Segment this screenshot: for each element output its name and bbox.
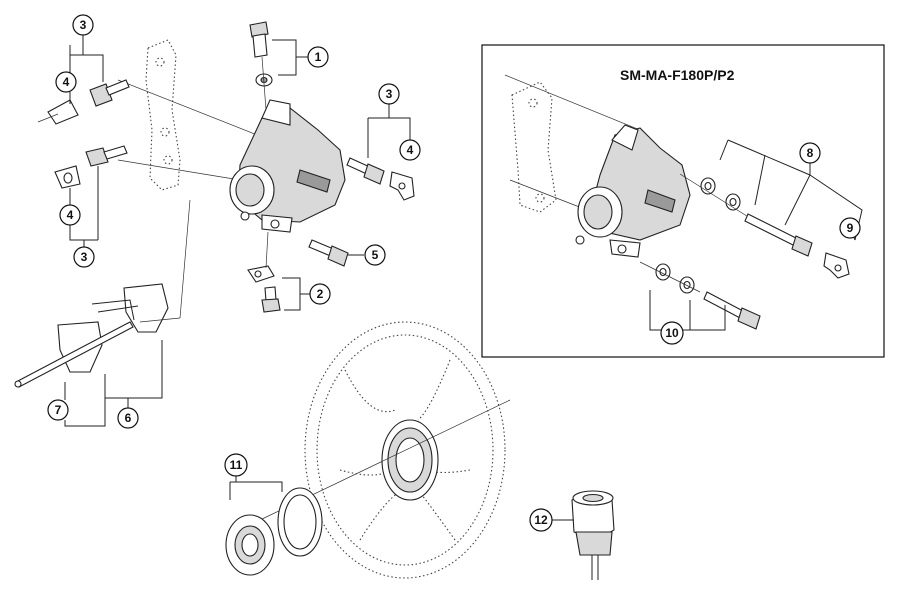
bolt-5 (308, 239, 349, 267)
bolt-set-right (346, 157, 415, 201)
svg-text:7: 7 (55, 403, 62, 417)
inset-title: SM-MA-F180P/P2 (620, 67, 735, 83)
callout-8: 8 (799, 142, 821, 164)
svg-text:12: 12 (534, 513, 548, 527)
bolt-set-mid-left (54, 145, 128, 189)
disc-rotor (259, 321, 511, 579)
bracket-lines (64, 35, 574, 521)
bolt-set-upper-left (37, 79, 130, 125)
callout-3-right: 3 (378, 83, 400, 105)
svg-text:2: 2 (317, 287, 324, 301)
svg-text:8: 8 (807, 146, 814, 160)
inset-frame (481, 44, 885, 358)
lockring-tool-12 (571, 490, 615, 580)
svg-text:3: 3 (386, 87, 393, 101)
adapter-inset: SM-MA-F180P/P2 (481, 44, 885, 358)
inset-clip-9 (823, 252, 850, 279)
svg-text:5: 5 (372, 248, 379, 262)
svg-text:9: 9 (847, 221, 854, 235)
inset-long-bolt-8 (744, 213, 813, 257)
svg-text:4: 4 (63, 75, 70, 89)
svg-text:6: 6 (125, 411, 132, 425)
caliper-bolt-1 (249, 21, 273, 111)
lockring-11 (225, 487, 323, 576)
callout-1: 1 (307, 46, 329, 68)
callout-12: 12 (529, 508, 553, 532)
svg-text:4: 4 (67, 208, 74, 222)
svg-text:11: 11 (230, 458, 243, 472)
inset-caliper (575, 124, 691, 258)
inset-washers-8 (679, 173, 751, 219)
svg-text:10: 10 (665, 326, 679, 340)
callout-3-upper-left: 3 (72, 14, 94, 36)
svg-text:3: 3 (81, 250, 88, 264)
mount-adapter (117, 39, 271, 191)
callout-7: 7 (47, 399, 69, 421)
callout-10: 10 (660, 321, 684, 345)
nut-and-washer-2 (247, 231, 281, 313)
callout-6: 6 (117, 407, 139, 429)
pad-pin-7 (14, 321, 134, 388)
callout-4-upper-left: 4 (55, 71, 77, 93)
callout-4-right: 4 (399, 139, 421, 161)
svg-text:1: 1 (315, 50, 322, 64)
inset-bolt-set-10 (639, 261, 761, 330)
svg-text:4: 4 (407, 143, 414, 157)
callout-5: 5 (364, 244, 386, 266)
svg-text:3: 3 (80, 18, 87, 32)
caliper-body (229, 99, 346, 233)
callout-4-mid-left: 4 (59, 204, 81, 226)
callout-3-lower-left: 3 (73, 246, 95, 268)
callout-2: 2 (309, 283, 331, 305)
callout-9: 9 (839, 217, 861, 239)
brake-pads-6 (57, 199, 191, 373)
callout-11: 11 (224, 453, 248, 477)
